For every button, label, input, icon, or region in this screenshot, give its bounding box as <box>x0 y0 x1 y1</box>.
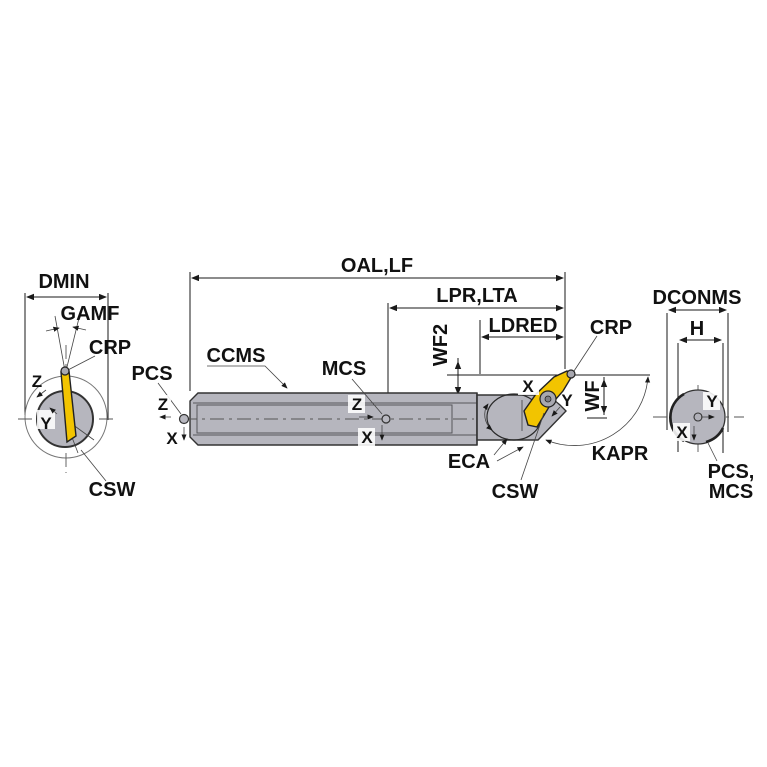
main-side-view: OAL,LF LPR,LTA LDRED WF2 PCS Z X <box>131 255 651 503</box>
label-pcs: PCS <box>131 363 172 385</box>
pcs-origin-point <box>178 413 190 425</box>
label-wf: WF <box>582 380 604 411</box>
shank-center-point <box>693 412 703 422</box>
label-dmin: DMIN <box>38 271 89 293</box>
csw-leader-left <box>80 449 107 482</box>
label-crp-left: CRP <box>89 337 131 359</box>
label-ldred: LDRED <box>489 315 558 337</box>
label-z-left: Z <box>32 372 42 391</box>
label-kapr: KAPR <box>592 443 649 465</box>
csw-leader-main <box>520 412 545 481</box>
label-mcs-z: Z <box>352 395 362 414</box>
insert-x-bg <box>518 376 539 395</box>
label-csw-left: CSW <box>89 479 136 501</box>
label-h: H <box>690 318 704 340</box>
y-label-bg-left <box>37 410 55 429</box>
label-insert-y: Y <box>561 391 573 410</box>
label-pcs-x: X <box>166 429 178 448</box>
mcs-leader <box>351 378 383 415</box>
right-x-bg <box>673 423 690 441</box>
gamf-ref-line-1 <box>54 315 66 372</box>
label-mcs-x: X <box>361 428 373 447</box>
label-insert-x: X <box>522 377 534 396</box>
label-csw-main: CSW <box>492 481 539 503</box>
z-axis-arrow-left <box>36 389 47 398</box>
shank-section-thick-arc-right <box>705 427 725 444</box>
crp-point-main <box>566 369 576 379</box>
kapr-angle-arc <box>545 376 651 446</box>
crp-leader-left <box>65 355 96 372</box>
gamf-ref-line-2 <box>65 317 80 372</box>
gamf-arrow-left <box>45 326 60 332</box>
mcs-origin-point <box>381 414 391 424</box>
eca-leader-2 <box>496 446 524 462</box>
label-x-right: X <box>676 423 688 442</box>
right-end-view: DCONMS H Y X PCS, MCS <box>653 287 755 503</box>
crp-leader-main <box>573 335 598 372</box>
ccms-leader <box>207 365 288 389</box>
mcs-z-bg <box>348 395 365 413</box>
label-oal-lf: OAL,LF <box>341 255 413 277</box>
label-lpr-lta: LPR,LTA <box>436 285 517 307</box>
gamf-arrow-right <box>72 325 87 331</box>
right-y-bg <box>703 392 720 410</box>
label-pcs-mcs-1: PCS, <box>708 461 755 483</box>
left-end-view: DMIN GAMF CRP Z Y CSW <box>18 271 135 501</box>
label-eca: ECA <box>448 451 490 473</box>
label-dconms: DCONMS <box>653 287 742 309</box>
eca-angle-arc <box>482 403 493 431</box>
insert-screw-center <box>544 395 552 403</box>
label-pcs-mcs-2: MCS <box>709 481 753 503</box>
crp-point-left <box>60 366 70 376</box>
eca-leader-1 <box>493 438 508 456</box>
label-wf2: WF2 <box>430 324 452 366</box>
label-ccms: CCMS <box>207 345 266 367</box>
pcs-mcs-leader <box>707 442 718 462</box>
label-y-left: Y <box>40 414 52 433</box>
label-gamf: GAMF <box>61 303 120 325</box>
label-y-right: Y <box>706 392 718 411</box>
mcs-x-bg <box>358 428 375 446</box>
label-mcs: MCS <box>322 358 366 380</box>
y-axis-arrow-left <box>49 407 58 415</box>
pcs-z-bg <box>154 395 171 413</box>
label-crp-main: CRP <box>590 317 632 339</box>
label-pcs-z: Z <box>158 395 168 414</box>
